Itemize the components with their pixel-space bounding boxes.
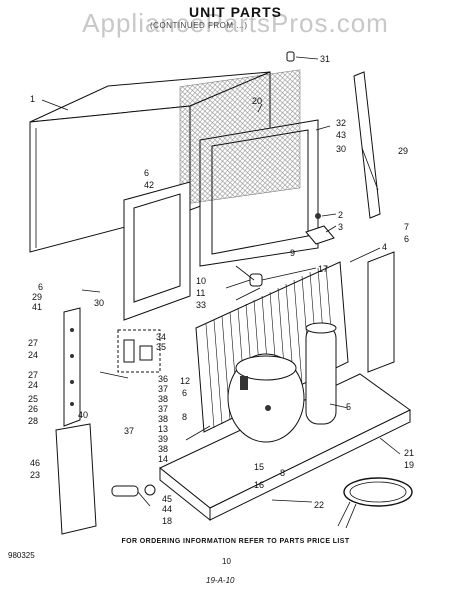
leader-lines	[41, 99, 401, 507]
callout-32: 32	[336, 118, 346, 128]
callout-27b: 27	[28, 370, 38, 380]
callout-35: 35	[156, 342, 166, 352]
callout-7: 7	[404, 222, 409, 232]
callout-46: 46	[30, 458, 40, 468]
callout-25: 25	[28, 394, 38, 404]
callout-3: 3	[338, 222, 343, 232]
callout-37b: 37	[158, 404, 168, 414]
callout-36: 36	[158, 374, 168, 384]
callout-43: 43	[336, 130, 346, 140]
callout-45: 45	[162, 494, 172, 504]
callout-4: 4	[382, 242, 387, 252]
callout-24: 24	[28, 350, 38, 360]
heater-coil	[337, 477, 413, 529]
callout-39: 39	[158, 434, 168, 444]
callout-6d: 6	[182, 388, 187, 398]
callout-11: 11	[196, 288, 205, 298]
callout-44: 44	[162, 504, 172, 514]
callout-19: 19	[404, 460, 414, 470]
callout-37c: 37	[124, 426, 134, 436]
control-assembly	[117, 329, 161, 373]
callout-42: 42	[144, 180, 154, 190]
front-plate	[55, 423, 97, 535]
callout-22: 22	[314, 500, 324, 510]
page-subtitle: (CONTINUED FROM ...)	[150, 21, 248, 30]
callout-12: 12	[180, 376, 190, 386]
callout-13: 13	[158, 424, 168, 434]
callout-37: 37	[158, 384, 168, 394]
callout-2: 2	[338, 210, 343, 220]
right-side-bracket	[367, 251, 395, 373]
callout-6c: 6	[38, 282, 43, 292]
callout-31: 31	[320, 54, 330, 64]
callout-29: 29	[398, 146, 408, 156]
callout-8b: 8	[280, 468, 285, 478]
callout-40: 40	[78, 410, 88, 420]
front-grille-frame	[179, 69, 319, 267]
small-parts	[225, 213, 335, 289]
callout-24b: 24	[28, 380, 38, 390]
callout-26: 26	[28, 404, 38, 414]
left-side-bracket	[63, 307, 81, 427]
slide-rail	[353, 71, 381, 219]
callout-6: 6	[144, 168, 149, 178]
callout-10: 10	[196, 276, 206, 286]
callout-34: 34	[156, 332, 166, 342]
callout-1: 1	[30, 94, 35, 104]
callout-29b: 29	[32, 292, 42, 302]
document-number: 980325	[8, 551, 35, 560]
callout-8: 8	[182, 412, 187, 422]
callout-17: 17	[318, 264, 328, 274]
page-number: 10	[222, 557, 231, 566]
callout-18: 18	[162, 516, 172, 526]
callout-38b: 38	[158, 414, 168, 424]
callout-14: 14	[158, 454, 168, 464]
ordering-notice: FOR ORDERING INFORMATION REFER TO PARTS …	[121, 538, 350, 545]
page-title: UNIT PARTS	[189, 4, 282, 20]
handwritten-signature: 19-A-10	[206, 576, 235, 585]
callout-41: 41	[32, 302, 42, 312]
callout-9: 9	[290, 248, 295, 258]
callout-38: 38	[158, 394, 168, 404]
callout-15: 15	[254, 462, 264, 472]
compressor	[227, 353, 305, 443]
callout-5: 5	[346, 402, 351, 412]
callout-28: 28	[28, 416, 38, 426]
drain-assembly	[111, 484, 156, 497]
callout-6b: 6	[404, 234, 409, 244]
accumulator	[305, 322, 337, 425]
callout-labels: 1 20 31 32 43 30 29 6 42 2 3 9 7 6 4 10 …	[28, 54, 414, 526]
callout-30b: 30	[94, 298, 104, 308]
callout-21: 21	[404, 448, 414, 458]
filter-panel	[123, 181, 191, 321]
watermark: AppliancePartsPros.com	[82, 8, 389, 38]
callout-30: 30	[336, 144, 346, 154]
callout-20: 20	[252, 96, 262, 106]
clip-31	[286, 51, 319, 62]
callout-23: 23	[30, 470, 40, 480]
callout-38c: 38	[158, 444, 168, 454]
callout-27: 27	[28, 338, 38, 348]
callout-16: 16	[254, 480, 264, 490]
callout-33: 33	[196, 300, 206, 310]
